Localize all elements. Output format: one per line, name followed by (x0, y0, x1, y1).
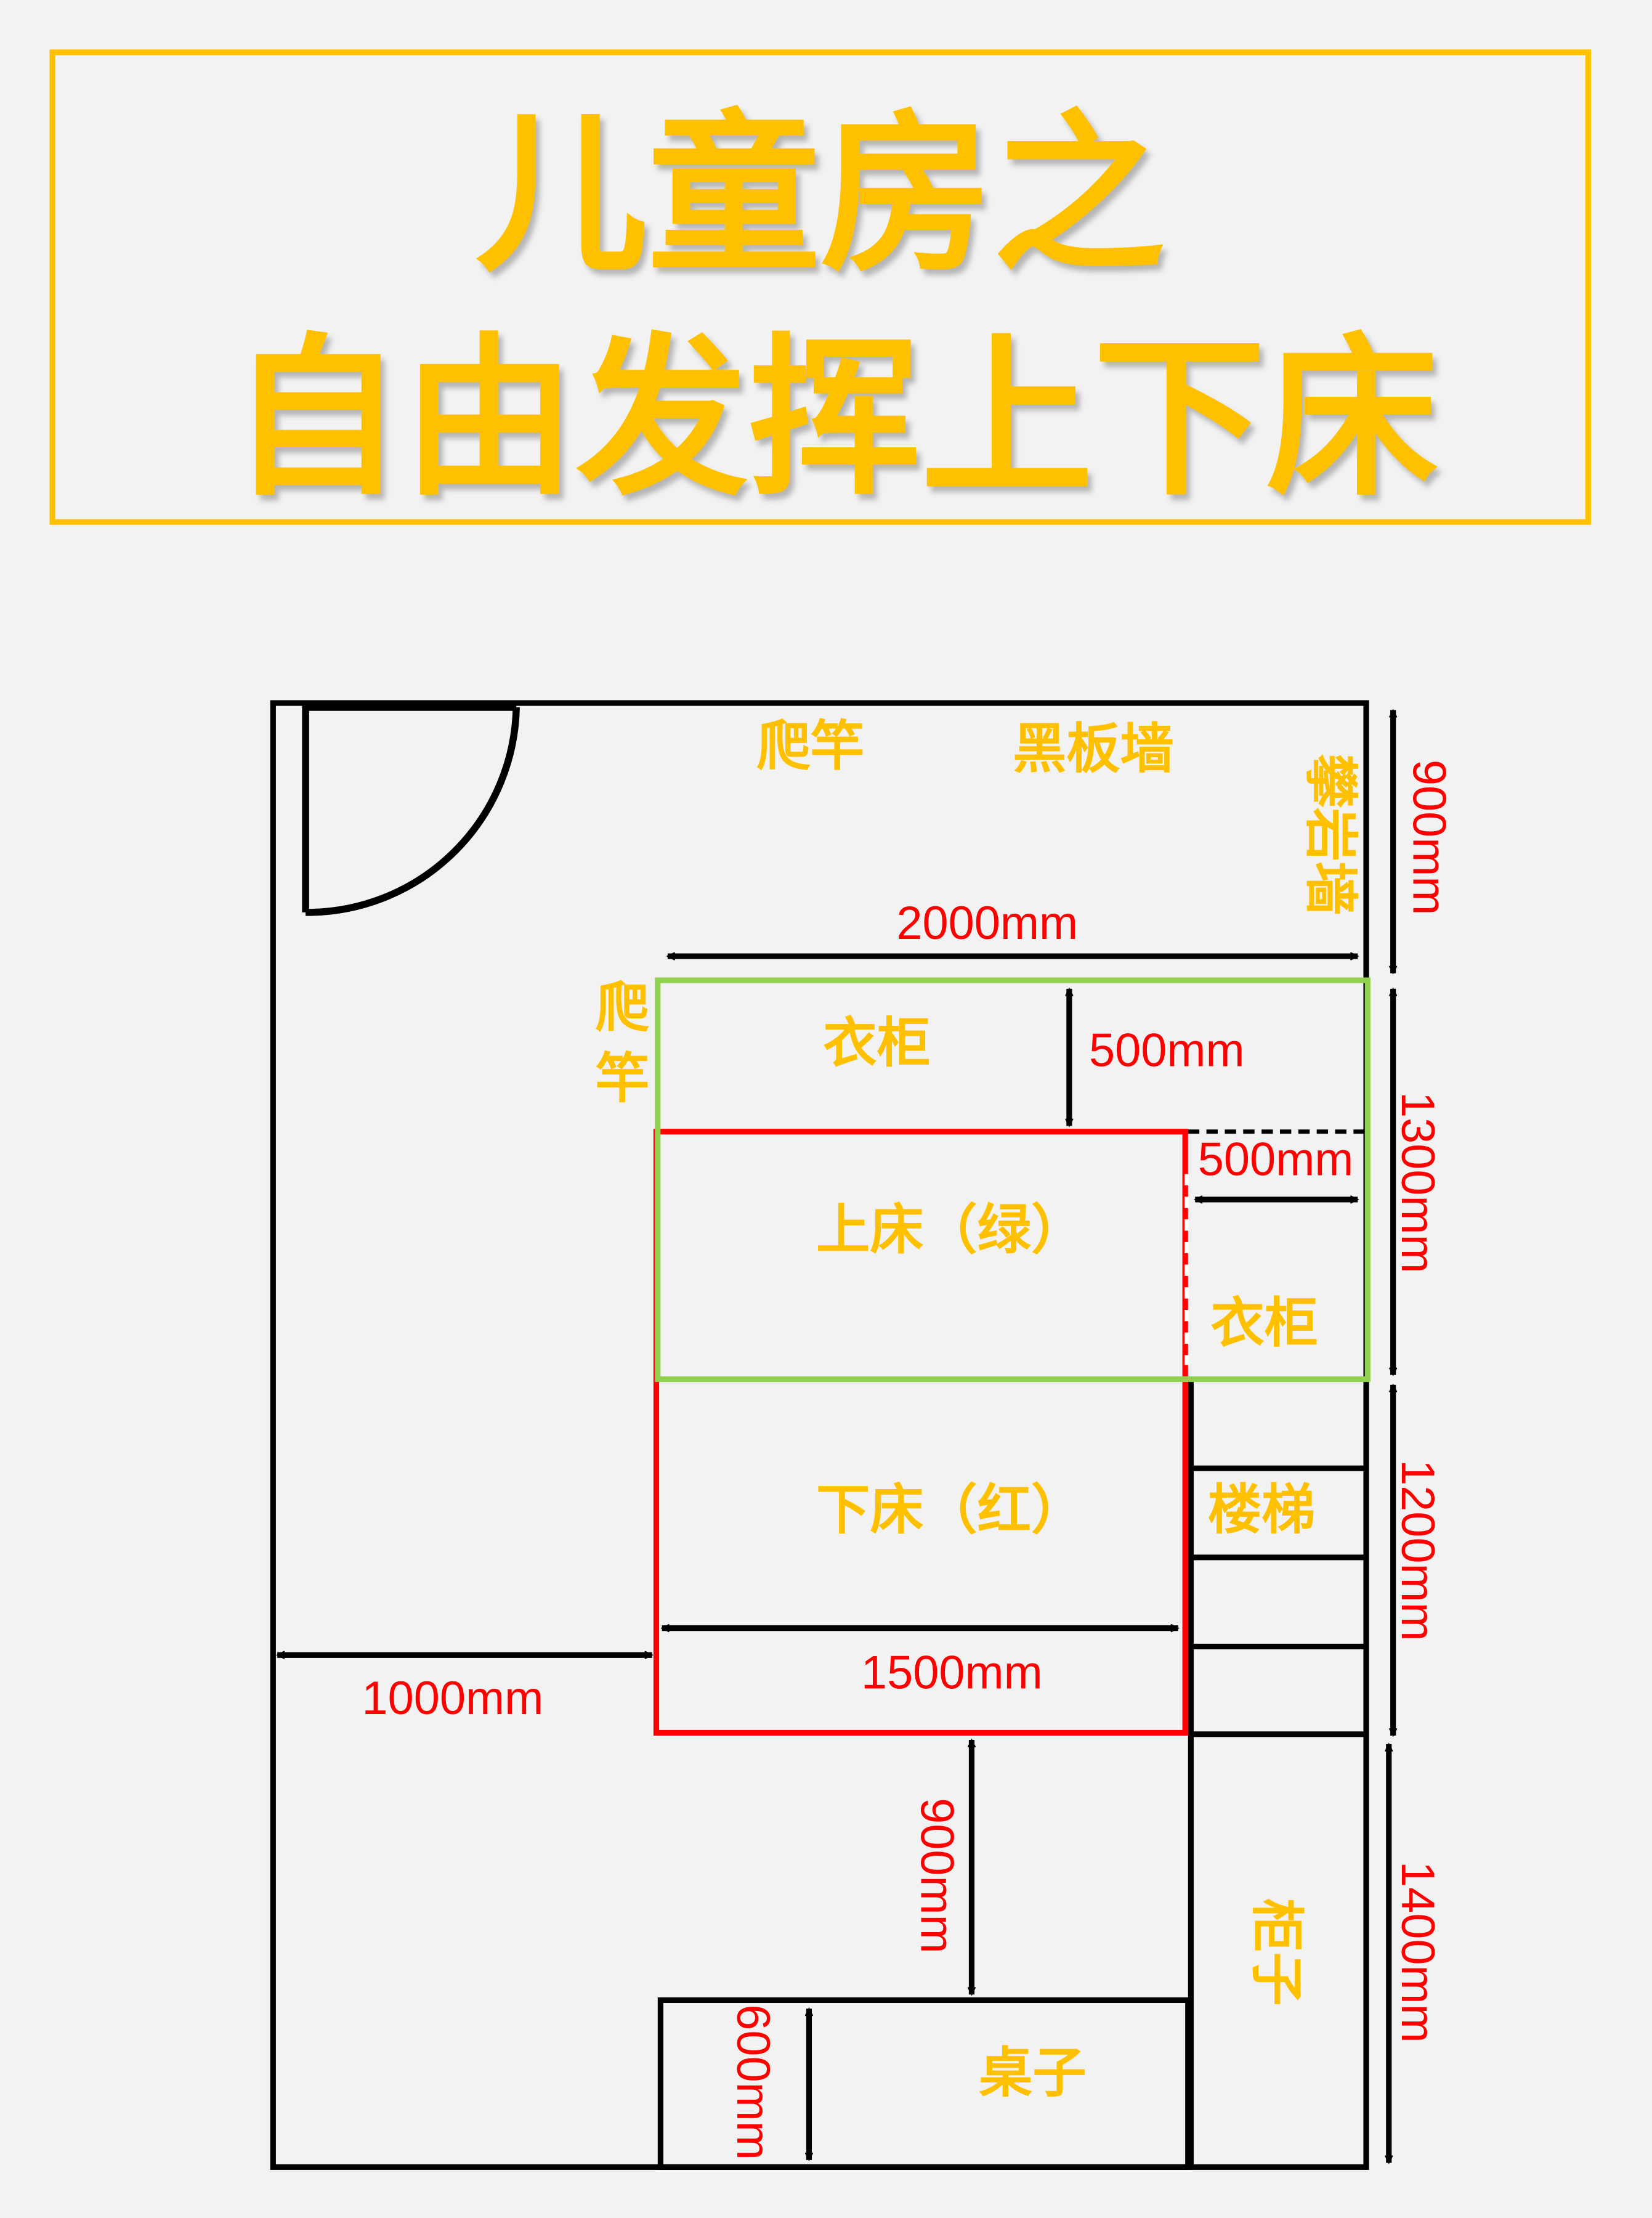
dim-right-1300: 1300mm (1391, 1092, 1444, 1274)
dim-right-1200: 1200mm (1391, 1460, 1444, 1641)
label-climbing-pole-left-1: 爬 (596, 977, 650, 1039)
dim-right-1400: 1400mm (1391, 1861, 1444, 2043)
label-blackboard-wall: 黑板墙 (1013, 717, 1174, 780)
dim-side-wardrobe-width: 500mm (1198, 1133, 1354, 1185)
label-climbing-wall: 攀岩墙 (1299, 754, 1362, 916)
label-climbing-pole-top: 爬竿 (757, 715, 864, 778)
dim-bed-to-desk: 900mm (910, 1798, 963, 1954)
dim-desk-depth: 600mm (727, 2004, 779, 2160)
title-line-1: 儿童房之 (476, 95, 1165, 296)
upper-bed (655, 977, 1371, 1383)
title-frame (49, 49, 1592, 525)
label-stairs: 楼梯 (1208, 1479, 1315, 1542)
label-wardrobe-side: 衣柜 (1211, 1291, 1318, 1354)
label-climbing-pole-left-2: 竿 (596, 1047, 649, 1110)
desk (657, 1997, 1191, 2170)
label-cabinet: 柜子 (1245, 1898, 1308, 2005)
lower-bed (653, 1129, 1188, 1736)
label-upper-bed: 上床（绿） (816, 1198, 1085, 1261)
label-wardrobe-top: 衣柜 (823, 1012, 930, 1074)
dim-lower-bed-width: 1500mm (861, 1647, 1043, 1699)
title-line-2: 自由发挥上下床 (230, 319, 1438, 519)
dim-left-gap: 1000mm (362, 1672, 544, 1724)
label-desk: 桌子 (979, 2041, 1086, 2104)
dim-right-900: 900mm (1403, 760, 1455, 916)
dim-wardrobe-depth: 500mm (1089, 1024, 1245, 1076)
door-icon (302, 704, 520, 916)
label-lower-bed: 下床（红） (816, 1479, 1085, 1542)
dim-upper-bed-length: 2000mm (896, 897, 1078, 949)
